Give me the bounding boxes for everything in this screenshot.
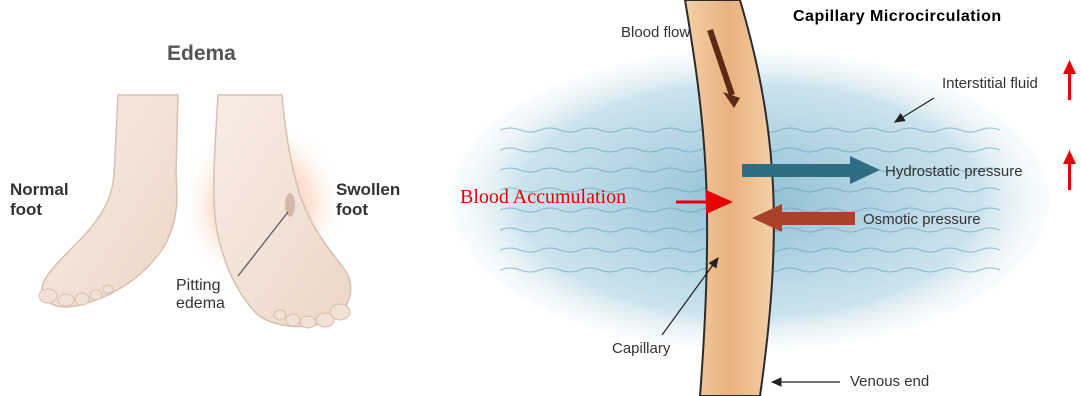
hydrostatic-arrow-shaft [742,164,852,177]
normal-foot-label-line2: foot [10,200,69,220]
pitting-edema-label-line2: edema [176,295,225,313]
swollen-foot-label: Swollen foot [336,180,400,219]
edema-panel: Edema Normal foot Swollen foot Pitting e… [0,0,440,396]
capillary-title: Capillary Microcirculation [793,8,1002,26]
capillary-label: Capillary [612,340,670,357]
venous-end-label: Venous end [850,373,929,390]
blood-flow-label: Blood flow [621,24,690,41]
blood-accumulation-label: Blood Accumulation [460,186,626,209]
pitting-edema-label: Pitting edema [176,277,225,314]
normal-foot-label: Normal foot [10,180,69,219]
pitting-edema-label-line1: Pitting [176,277,225,295]
interstitial-increase-icon [1063,60,1076,100]
hydrostatic-increase-icon [1063,150,1076,190]
interstitial-fluid-label: Interstitial fluid [942,75,1038,92]
normal-foot-label-line1: Normal [10,180,69,200]
edema-title: Edema [167,42,236,66]
osmotic-arrow-shaft [780,212,855,225]
hydrostatic-pressure-label: Hydrostatic pressure [885,163,1023,180]
osmotic-pressure-label: Osmotic pressure [863,211,981,228]
swollen-foot-label-line2: foot [336,200,400,220]
swollen-foot-label-line1: Swollen [336,180,400,200]
